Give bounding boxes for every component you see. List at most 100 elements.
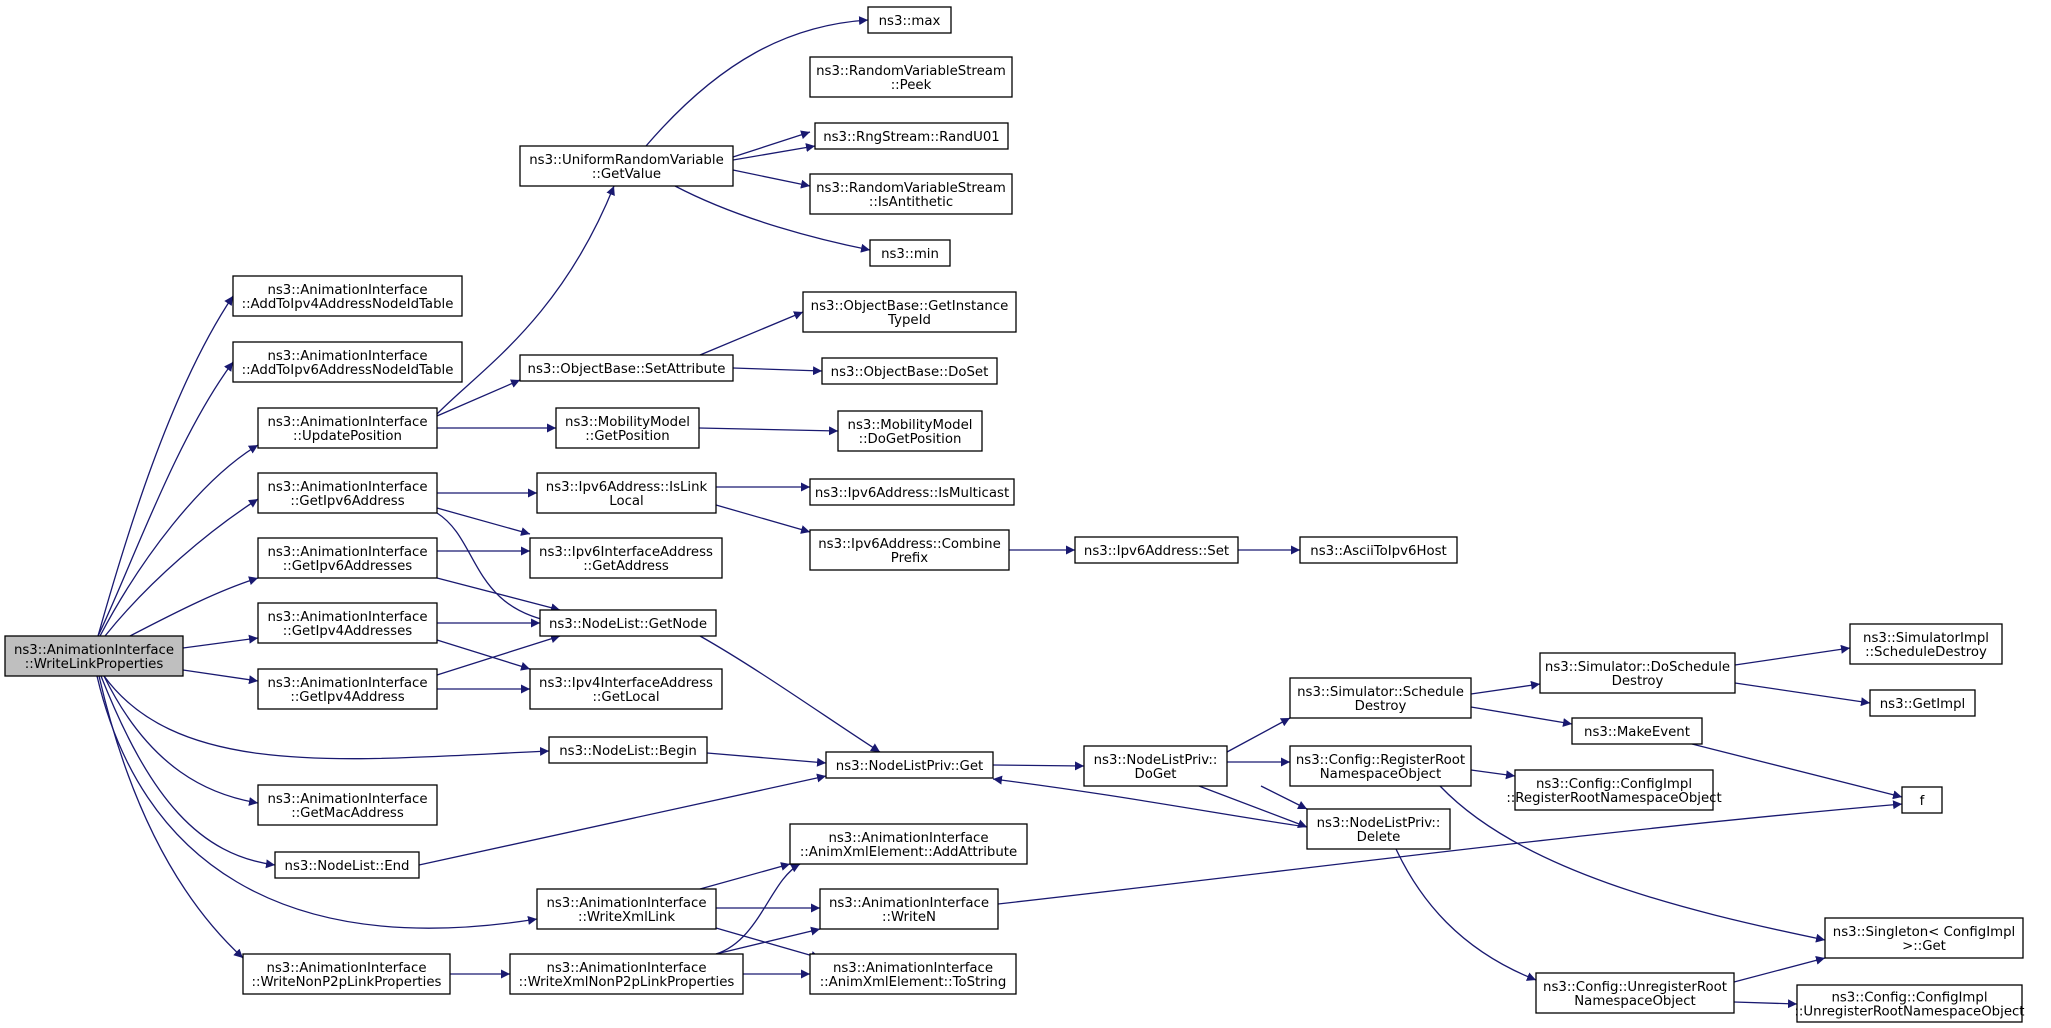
node-label: ns3::NodeListPriv:: [1094, 753, 1218, 768]
call-edge [97, 361, 234, 637]
node-label: Prefix [891, 551, 929, 566]
node-writexmllink[interactable]: ns3::AnimationInterface::WriteXmlLink [536, 888, 717, 930]
node-addipv4[interactable]: ns3::AnimationInterface::AddToIpv4Addres… [232, 275, 463, 317]
call-edge [1470, 769, 1516, 780]
call-edge [436, 185, 615, 415]
node-f[interactable]: f [1901, 786, 1943, 814]
node-box [1306, 808, 1451, 850]
call-edge [715, 863, 801, 955]
node-unregisterroot[interactable]: ns3::Config::UnregisterRootNamespaceObje… [1535, 972, 1735, 1014]
node-label: ns3::NodeList::End [285, 859, 410, 874]
node-updateposition[interactable]: ns3::AnimationInterface::UpdatePosition [257, 407, 438, 449]
node-makeevent[interactable]: ns3::MakeEvent [1571, 717, 1703, 745]
node-getipv4addresses[interactable]: ns3::AnimationInterface::GetIpv4Addresse… [257, 602, 438, 644]
node-nodelistgetnode[interactable]: ns3::NodeList::GetNode [539, 609, 717, 637]
node-simimplscheduledestroy[interactable]: ns3::SimulatorImpl::ScheduleDestroy [1849, 623, 2003, 665]
call-edge [182, 669, 259, 685]
node-getipv4address[interactable]: ns3::AnimationInterface::GetIpv4Address [257, 668, 438, 710]
node-box [809, 173, 1013, 215]
call-edge [129, 576, 259, 637]
node-label: NamespaceObject [1320, 767, 1442, 782]
node-getmacaddress[interactable]: ns3::AnimationInterface::GetMacAddress [257, 784, 438, 826]
node-writexmlnonp2p[interactable]: ns3::AnimationInterface::WriteXmlNonP2pL… [509, 953, 744, 995]
call-edge [674, 185, 871, 253]
node-writen[interactable]: ns3::AnimationInterface::WriteN [819, 888, 999, 930]
node-nodelistprivdelete[interactable]: ns3::NodeListPriv::Delete [1306, 808, 1451, 850]
node-doget[interactable]: ns3::NodeListPriv::DoGet [1083, 745, 1228, 787]
node-min[interactable]: ns3::min [869, 239, 951, 267]
node-box [809, 56, 1013, 98]
node-box [257, 784, 438, 826]
call-edge [645, 16, 869, 147]
node-nodelistprivget[interactable]: ns3::NodeListPriv::Get [825, 751, 994, 779]
node-peek[interactable]: ns3::RandomVariableStream::Peek [809, 56, 1013, 98]
node-label: ns3::AnimationInterface [267, 415, 427, 430]
node-box [867, 6, 952, 34]
node-label: Delete [1357, 830, 1401, 845]
node-label: ::AddToIpv4AddressNodeIdTable [242, 297, 454, 312]
node-getimpl[interactable]: ns3::GetImpl [1869, 689, 1976, 717]
node-box [1514, 769, 1714, 811]
node-label: ns3::Simulator::DoSchedule [1545, 660, 1730, 675]
node-label: ::WriteLinkProperties [25, 657, 164, 672]
call-edge [992, 775, 1308, 828]
node-setattribute[interactable]: ns3::ObjectBase::SetAttribute [519, 354, 734, 382]
node-configimplregister[interactable]: ns3::Config::ConfigImpl::RegisterRootNam… [1506, 769, 1722, 811]
node-addattribute[interactable]: ns3::AnimationInterface::AnimXmlElement:… [789, 823, 1028, 865]
node-nodelistbegin[interactable]: ns3::NodeList::Begin [548, 736, 708, 764]
node-box [536, 472, 717, 514]
node-isantithetic[interactable]: ns3::RandomVariableStream::IsAntithetic [809, 173, 1013, 215]
node-getipv6address[interactable]: ns3::AnimationInterface::GetIpv6Address [257, 472, 438, 514]
node-scheduledestroy[interactable]: ns3::Simulator::ScheduleDestroy [1289, 677, 1472, 719]
node-addipv6[interactable]: ns3::AnimationInterface::AddToIpv6Addres… [232, 341, 463, 383]
node-nodelistend[interactable]: ns3::NodeList::End [274, 851, 420, 879]
node-max[interactable]: ns3::max [867, 6, 952, 34]
node-uniformgetvalue[interactable]: ns3::UniformRandomVariable::GetValue [519, 145, 734, 187]
node-label: ::GetPosition [585, 429, 669, 444]
node-randu01[interactable]: ns3::RngStream::RandU01 [814, 122, 1009, 150]
node-box [1083, 745, 1228, 787]
node-tostring[interactable]: ns3::AnimationInterface::AnimXmlElement:… [809, 953, 1017, 995]
call-edge [98, 675, 244, 959]
call-edge [1733, 999, 1798, 1009]
node-mobgetposition[interactable]: ns3::MobilityModel::GetPosition [555, 407, 700, 449]
call-edge [436, 512, 561, 627]
node-asciitoipv6host[interactable]: ns3::AsciiToIpv6Host [1299, 536, 1458, 564]
node-label: ::AnimXmlElement::ToString [820, 975, 1007, 990]
node-label: ns3::ObjectBase::DoSet [831, 365, 989, 380]
call-edge [992, 761, 1085, 771]
node-writenonp2p[interactable]: ns3::AnimationInterface::WriteNonP2pLink… [242, 953, 451, 995]
node-ipv6set[interactable]: ns3::Ipv6Address::Set [1074, 536, 1239, 564]
node-label: ns3::Singleton< ConfigImpl [1833, 925, 2015, 940]
node-registerroot[interactable]: ns3::Config::RegisterRootNamespaceObject [1289, 745, 1472, 787]
node-dogetposition[interactable]: ns3::MobilityModel::DoGetPosition [837, 410, 983, 452]
node-label: ::RegisterRootNamespaceObject [1506, 791, 1721, 806]
node-label: ::UnregisterRootNamespaceObject [1794, 1005, 2024, 1020]
node-label: ns3::RngStream::RandU01 [823, 130, 1000, 145]
node-ipv4ifgetlocal[interactable]: ns3::Ipv4InterfaceAddress::GetLocal [529, 668, 723, 710]
node-label: ::GetIpv6Address [290, 494, 404, 509]
node-ipv6ifgetaddress[interactable]: ns3::Ipv6InterfaceAddress::GetAddress [529, 537, 723, 579]
node-ismulticast[interactable]: ns3::Ipv6Address::IsMulticast [809, 478, 1015, 506]
node-box [869, 239, 951, 267]
call-edge [182, 634, 259, 649]
node-label: ns3::NodeListPriv:: [1317, 816, 1441, 831]
node-box [1824, 917, 2024, 959]
node-writelinkproperties[interactable]: ns3::AnimationInterface::WriteLinkProper… [4, 635, 184, 677]
node-singletonget[interactable]: ns3::Singleton< ConfigImpl >::Get [1824, 917, 2024, 959]
node-box [519, 354, 734, 382]
node-box [1299, 536, 1458, 564]
node-configimplunregister[interactable]: ns3::Config::ConfigImpl::UnregisterRootN… [1794, 984, 2025, 1023]
node-box [509, 953, 744, 995]
call-edge [732, 143, 816, 161]
node-getipv6addresses[interactable]: ns3::AnimationInterface::GetIpv6Addresse… [257, 537, 438, 579]
node-label: ::WriteXmlNonP2pLinkProperties [519, 975, 735, 990]
node-box [1289, 745, 1472, 787]
node-box [4, 635, 184, 677]
node-label: ns3::Simulator::Schedule [1297, 685, 1464, 700]
node-doset[interactable]: ns3::ObjectBase::DoSet [821, 357, 998, 385]
